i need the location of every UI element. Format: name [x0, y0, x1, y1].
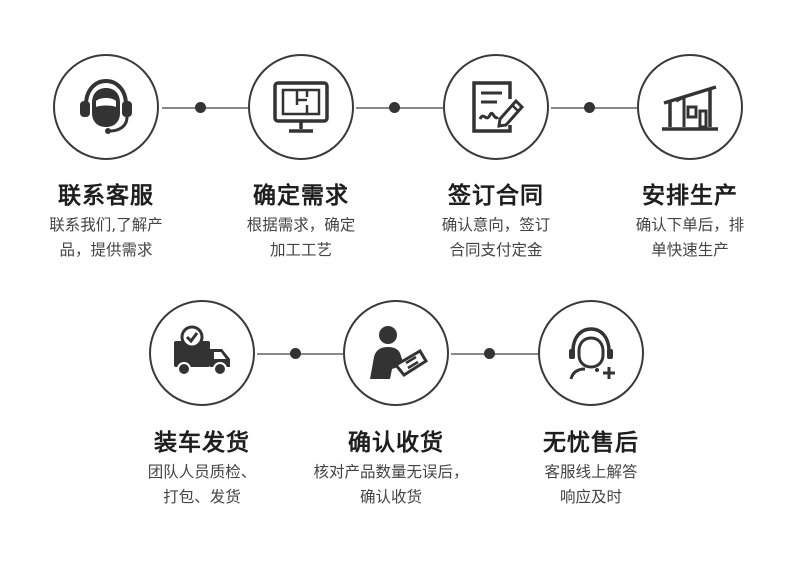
- step-title: 无忧售后: [543, 430, 639, 456]
- step-circle: [343, 300, 449, 406]
- contract-sign-icon: [472, 81, 525, 133]
- step-description: 确认下单后，排单快速生产: [635, 216, 745, 259]
- step-title: 签订合同: [448, 183, 544, 209]
- step-title: 联系客服: [58, 183, 154, 209]
- step-circle: [443, 54, 549, 160]
- step-title: 确认收货: [348, 430, 444, 456]
- step-circle: [538, 300, 644, 406]
- step-title: 装车发货: [154, 430, 250, 456]
- person-checking-icon: [370, 326, 428, 379]
- step-description: 团队人员质检、打包、发货: [147, 463, 257, 506]
- headset-icon: [80, 78, 132, 134]
- step-description: 确认意向，签订合同支付定金: [441, 216, 551, 259]
- step-circle: [637, 54, 743, 160]
- step-description: 核对产品数量无误后，确认收货: [313, 463, 469, 506]
- step-description: 根据需求，确定加工工艺: [246, 216, 356, 259]
- connector-dot: [290, 348, 301, 359]
- step-circle: [248, 54, 354, 160]
- factory-icon: [662, 85, 718, 131]
- connector-dot: [195, 102, 206, 113]
- step-circle: [53, 54, 159, 160]
- blueprint-monitor-icon: [273, 81, 329, 133]
- connector-dot: [389, 102, 400, 113]
- delivery-truck-icon: [174, 325, 230, 376]
- step-title: 确定需求: [253, 183, 349, 209]
- connector-dot: [484, 348, 495, 359]
- step-circle: [149, 300, 255, 406]
- step-description: 客服线上解答响应及时: [544, 463, 638, 506]
- step-title: 安排生产: [642, 183, 738, 209]
- step-description: 联系我们,了解产品，提供需求: [49, 216, 163, 259]
- customer-service-icon: [569, 327, 615, 380]
- connector-dot: [584, 102, 595, 113]
